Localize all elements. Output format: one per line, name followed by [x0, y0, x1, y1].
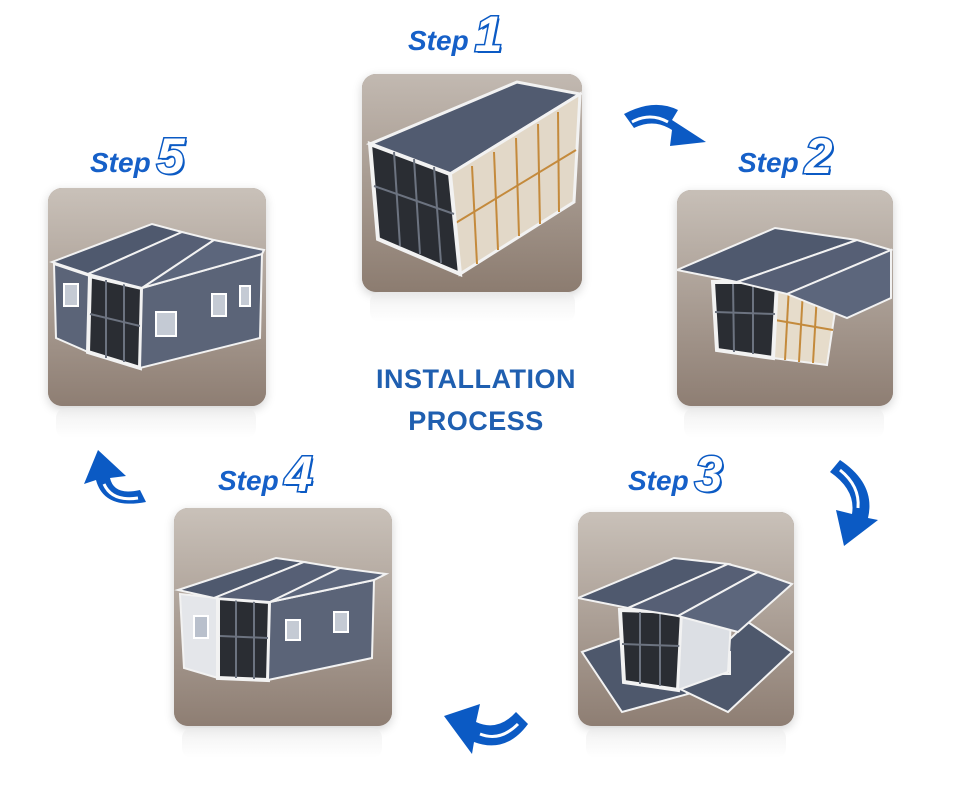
title-line-1: INSTALLATION	[376, 364, 576, 394]
step-2-reflection	[684, 408, 884, 438]
step-4-label: Step 4	[218, 446, 314, 502]
step-2-number: 2	[803, 128, 834, 184]
step-5-word: Step	[90, 147, 151, 178]
step-3-label: Step 3	[628, 446, 724, 502]
diagram-title: INSTALLATION PROCESS	[336, 358, 616, 442]
step-5-image	[48, 188, 266, 406]
arrow-step-1-to-2-icon	[624, 104, 706, 146]
step-5-reflection	[56, 408, 256, 438]
step-1-label: Step 1	[408, 6, 504, 62]
step-1-word: Step	[408, 25, 469, 56]
step-4-word: Step	[218, 465, 279, 496]
step-2-word: Step	[738, 147, 799, 178]
step-3-image	[578, 512, 794, 726]
step-1-reflection	[370, 292, 575, 322]
step-4-number: 4	[283, 446, 314, 502]
step-3-reflection	[586, 728, 786, 758]
step-4-image	[174, 508, 392, 726]
step-3-word: Step	[628, 465, 689, 496]
step-1-number: 1	[473, 6, 504, 62]
step-5-label: Step 5	[90, 128, 186, 184]
arrow-step-3-to-4-icon	[444, 704, 528, 754]
arrow-step-2-to-3-icon	[830, 460, 878, 546]
arrow-step-4-to-5-icon	[84, 450, 146, 504]
step-5-number: 5	[155, 128, 186, 184]
step-1-image	[362, 74, 582, 292]
step-4-reflection	[182, 728, 382, 758]
step-2-image	[677, 190, 893, 406]
step-3-number: 3	[693, 446, 724, 502]
step-2-label: Step 2	[738, 128, 834, 184]
title-line-2: PROCESS	[408, 406, 544, 436]
